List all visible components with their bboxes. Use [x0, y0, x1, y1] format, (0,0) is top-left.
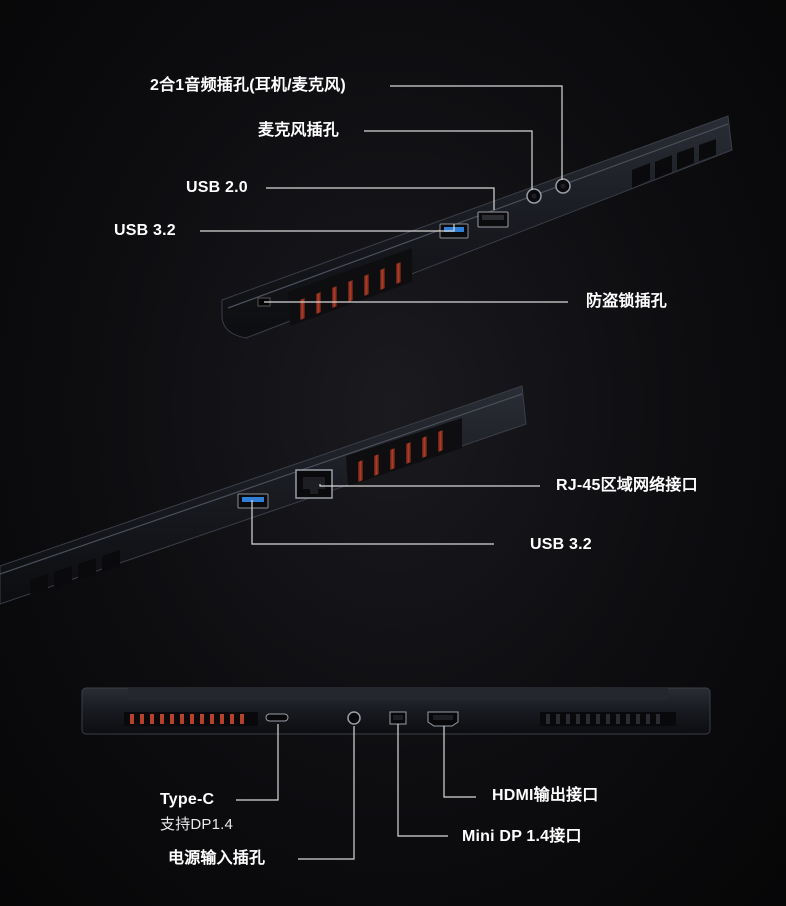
label-rj45: RJ-45区域网络接口: [556, 477, 698, 494]
side-vent-center: [346, 418, 462, 486]
side-vent-front: [288, 248, 412, 326]
label-usb32-left: USB 3.2: [114, 222, 176, 239]
label-mic-jack: 麦克风插孔: [258, 122, 340, 139]
rear-vent-left: [124, 712, 258, 726]
side-vent-rear: [632, 139, 716, 188]
leader-minidp: [397, 724, 448, 837]
leader-audio-combo: [390, 85, 563, 180]
usb-icon: [237, 493, 269, 509]
label-usb20-left: USB 2.0: [186, 179, 248, 196]
leader-hdmi: [443, 726, 476, 798]
leader-typec: [236, 724, 279, 801]
laptop-rear: [81, 687, 711, 735]
leader-usb32-right: [251, 500, 494, 545]
power-icon: [347, 711, 361, 725]
leader-power: [298, 726, 355, 860]
side-vent-left: [30, 550, 120, 596]
label-usb32-right: USB 3.2: [530, 536, 592, 553]
label-hdmi: HDMI输出接口: [492, 787, 599, 804]
usb-icon: [477, 211, 509, 228]
label-typec: Type-C: [160, 791, 215, 808]
label-power: 电源输入插孔: [168, 850, 266, 867]
laptop-right-side: [0, 385, 527, 605]
leader-mic-jack: [364, 130, 533, 190]
hdmi-icon: [427, 711, 459, 727]
label-typec-note: 支持DP1.4: [160, 816, 234, 833]
laptop-left-side: [221, 115, 733, 339]
mini-displayport-icon: [389, 711, 407, 725]
label-kensington: 防盗锁插孔: [586, 293, 668, 310]
usb-c-icon: [265, 713, 289, 722]
leader-rj45: [319, 484, 540, 487]
ethernet-icon: [295, 469, 333, 499]
leader-usb32-left: [200, 224, 455, 232]
label-audio-combo: 2合1音频插孔(耳机/麦克风): [150, 77, 346, 94]
leader-lines: [200, 85, 568, 860]
rear-vent-right: [540, 712, 676, 726]
leader-usb20: [266, 187, 495, 210]
label-minidp: Mini DP 1.4接口: [462, 828, 582, 845]
